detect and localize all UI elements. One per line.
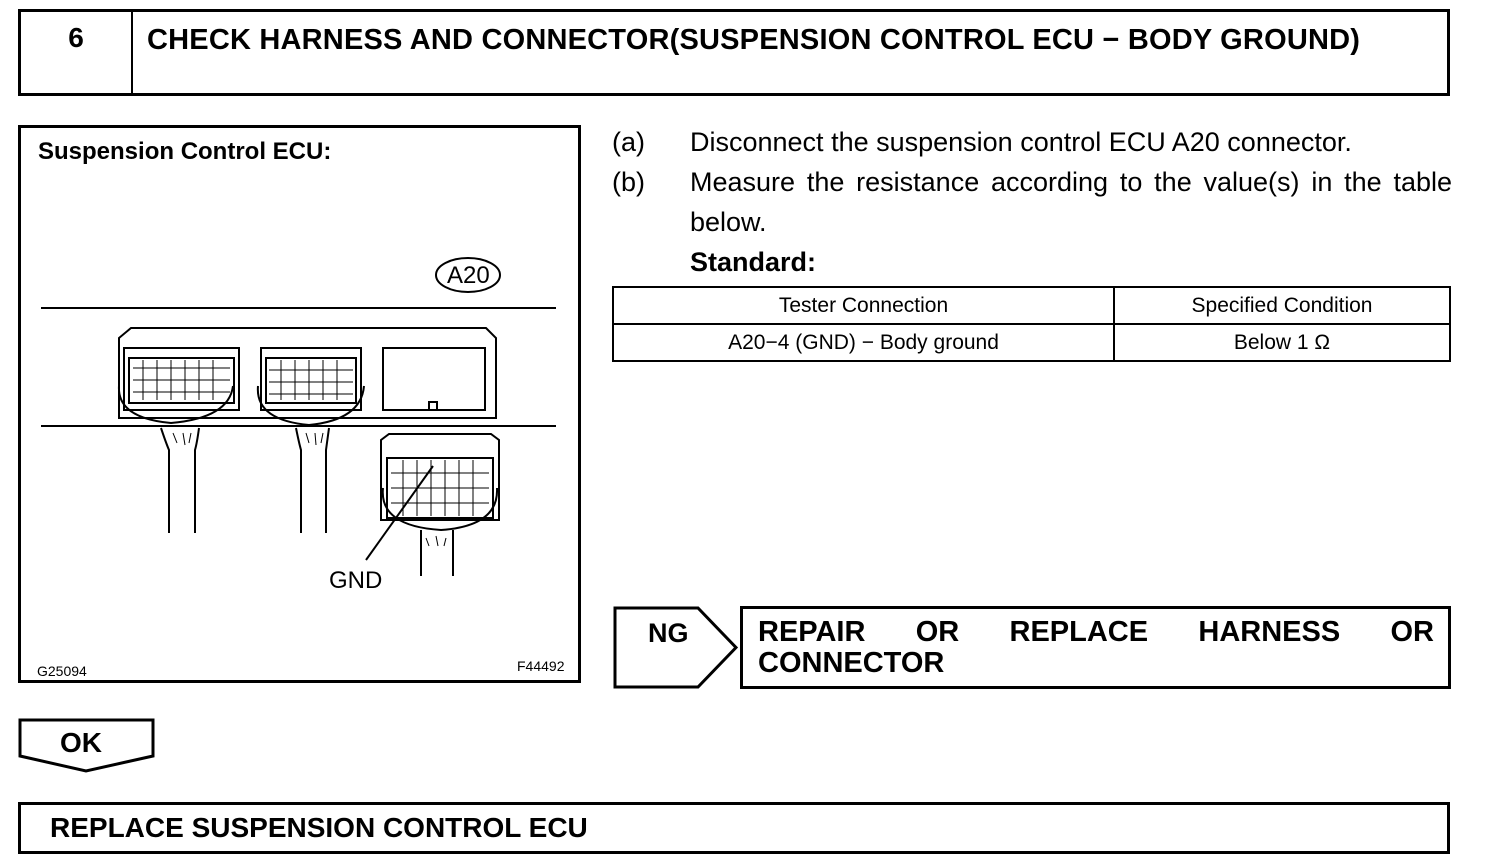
connector-tag-a20: A20 — [447, 262, 490, 289]
header-tester-connection: Tester Connection — [611, 286, 1116, 325]
cell-specified-condition: Below 1 Ω — [1113, 323, 1451, 362]
ok-arrow-icon — [18, 718, 155, 773]
a20-connector — [380, 433, 500, 576]
step-a: (a) Disconnect the suspension control EC… — [612, 122, 1452, 162]
ecu-socket-1 — [117, 347, 240, 425]
step-b-letter: (b) — [612, 167, 645, 197]
ng-arrow-icon — [613, 606, 739, 689]
harness-1 — [160, 427, 200, 533]
cell-tester-connection: A20−4 (GND) − Body ground — [611, 323, 1116, 362]
ecu-connector-housing — [118, 327, 497, 419]
ng-word: HARNESS — [1198, 616, 1341, 648]
ecu-connector-illustration: Suspension Control ECU: A20 GND G25094 F… — [18, 125, 581, 683]
ecu-socket-2 — [256, 347, 365, 427]
standard-label: Standard: — [690, 247, 817, 277]
harness-2 — [295, 427, 330, 533]
a20-tag-outline — [435, 257, 501, 293]
ng-word: OR — [915, 616, 960, 648]
step-b-text: Measure the resistance according to the … — [690, 167, 1452, 237]
ng-label: NG — [648, 618, 689, 648]
step-title: CHECK HARNESS AND CONNECTOR(SUSPENSION C… — [147, 24, 1361, 56]
figure-code-left: G25094 — [37, 663, 87, 679]
ng-result-box: REPAIR OR REPLACE HARNESS OR CONNECTOR — [740, 606, 1451, 689]
step-number: 6 — [21, 12, 133, 93]
ng-result-line1: REPAIR OR REPLACE HARNESS OR — [758, 617, 1434, 648]
final-action-box: REPLACE SUSPENSION CONTROL ECU — [18, 802, 1450, 854]
gnd-pin-label: GND — [329, 567, 383, 594]
figure-title: Suspension Control ECU: — [38, 138, 332, 165]
ng-word: REPAIR — [758, 616, 866, 648]
ng-word: OR — [1390, 616, 1435, 648]
socket-3-key — [428, 401, 438, 410]
step-b: (b) Measure the resistance according to … — [612, 162, 1452, 242]
step-a-text: Disconnect the suspension control ECU A2… — [690, 127, 1352, 157]
specification-table: Tester Connection Specified Condition A2… — [611, 286, 1451, 362]
header-specified-condition: Specified Condition — [1113, 286, 1451, 325]
gnd-pointer-line — [365, 465, 434, 561]
ecu-diagram-drawing — [41, 257, 556, 576]
procedure-steps: (a) Disconnect the suspension control EC… — [612, 122, 1452, 282]
table-row: A20−4 (GND) − Body ground Below 1 Ω — [611, 323, 1451, 362]
table-header-row: Tester Connection Specified Condition — [611, 286, 1451, 325]
ok-branch: OK — [18, 718, 158, 774]
figure-code-right: F44492 — [517, 658, 565, 674]
step-header: 6 CHECK HARNESS AND CONNECTOR(SUSPENSION… — [18, 9, 1450, 96]
ng-branch: NG — [612, 606, 740, 689]
ok-label: OK — [60, 727, 102, 758]
ng-result-line2: CONNECTOR — [758, 647, 945, 679]
step-a-letter: (a) — [612, 127, 645, 157]
ecu-socket-3 — [382, 347, 486, 411]
ng-word: REPLACE — [1009, 616, 1149, 648]
